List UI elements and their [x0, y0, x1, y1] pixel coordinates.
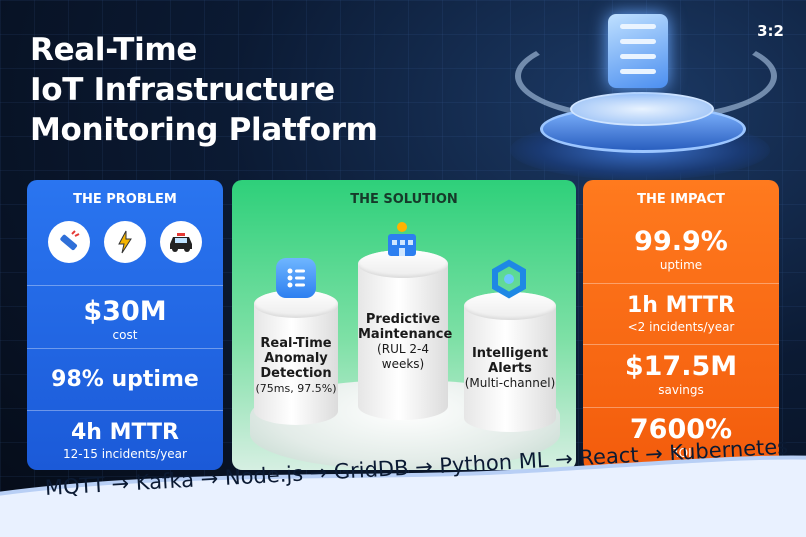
impact-heading: THE IMPACT: [637, 192, 725, 207]
hologram-document-illustration: [470, 0, 800, 180]
alert-ring-icon: [488, 258, 530, 300]
pillar1-title-line2: Anomaly: [264, 351, 328, 366]
impact-roi-value: 7600%: [629, 414, 733, 445]
problem-panel: THE PROBLEM $30M cost 98% uptime 4h MTTR…: [27, 180, 223, 470]
problem-heading: THE PROBLEM: [73, 192, 177, 207]
pillar3-detail: (Multi-channel): [464, 376, 556, 390]
impact-savings-value: $17.5M: [624, 351, 738, 382]
page-title: Real-Time IoT Infrastructure Monitoring …: [30, 30, 450, 150]
problem-cost-cell: $30M cost: [27, 285, 223, 348]
impact-mttr-cell: 1h MTTR <2 incidents/year: [583, 283, 779, 344]
problem-uptime-value: 98% uptime: [51, 367, 199, 392]
pillar3-title-line1: Intelligent: [471, 346, 549, 361]
solution-heading: THE SOLUTION: [350, 192, 458, 207]
impact-uptime-cell: 99.9% uptime: [583, 220, 779, 282]
problem-incidents: 12-15 incidents/year: [63, 447, 187, 461]
title-line-2: IoT Infrastructure: [30, 72, 335, 108]
impact-panel: THE IMPACT 99.9% uptime 1h MTTR <2 incid…: [583, 180, 779, 470]
pillar1-title-line3: Detection: [260, 366, 332, 381]
pillar2-detail: (RUL 2-4 weeks): [377, 342, 429, 371]
impact-uptime-value: 99.9%: [634, 226, 728, 257]
pipeline-ribbon: [0, 455, 806, 537]
pillar1-detail: (75ms, 97.5%): [255, 382, 337, 395]
impact-roi-label: ROI: [670, 446, 692, 460]
platform-top: [570, 92, 714, 126]
impact-incidents: <2 incidents/year: [627, 320, 735, 334]
impact-uptime-label: uptime: [659, 258, 703, 272]
problem-uptime-cell: 98% uptime: [27, 348, 223, 411]
sensor-grid-icon: [276, 258, 316, 298]
title-line-1: Real-Time: [30, 32, 198, 68]
impact-roi-cell: 7600% ROI: [583, 407, 779, 470]
problem-mttr-value: 4h MTTR: [71, 420, 179, 445]
pillar1-title-line1: Real-Time: [260, 336, 332, 351]
solution-panel: THE SOLUTION Real-Time Anomaly Detection…: [232, 180, 576, 470]
title-line-3: Monitoring Platform: [30, 112, 378, 148]
document-icon: [608, 14, 668, 88]
pillar3-title-line2: Alerts: [488, 361, 532, 376]
problem-icons: [27, 221, 223, 263]
impact-savings-cell: $17.5M savings: [583, 344, 779, 407]
impact-savings-label: savings: [658, 383, 704, 397]
problem-mttr-cell: 4h MTTR 12-15 incidents/year: [27, 410, 223, 470]
aspect-ratio-badge: 3:2: [757, 22, 784, 40]
impact-mttr-value: 1h MTTR: [627, 293, 735, 318]
broken-pipe-icon: [48, 221, 90, 263]
pillar2-title-line1: Predictive: [365, 312, 441, 327]
problem-cost-value: $30M: [83, 296, 167, 327]
pillar-intelligent-alerts: Intelligent Alerts (Multi-channel): [464, 292, 556, 432]
pillar2-title-line2: Maintenance: [358, 327, 453, 342]
vehicle-icon: [160, 221, 202, 263]
factory-icon: [380, 220, 424, 264]
pillar-anomaly-detection: Real-Time Anomaly Detection (75ms, 97.5%…: [254, 290, 338, 425]
problem-cost-label: cost: [112, 328, 138, 342]
lightning-icon: [104, 221, 146, 263]
pillar-predictive-maintenance: Predictive Maintenance (RUL 2-4 weeks): [358, 250, 453, 420]
